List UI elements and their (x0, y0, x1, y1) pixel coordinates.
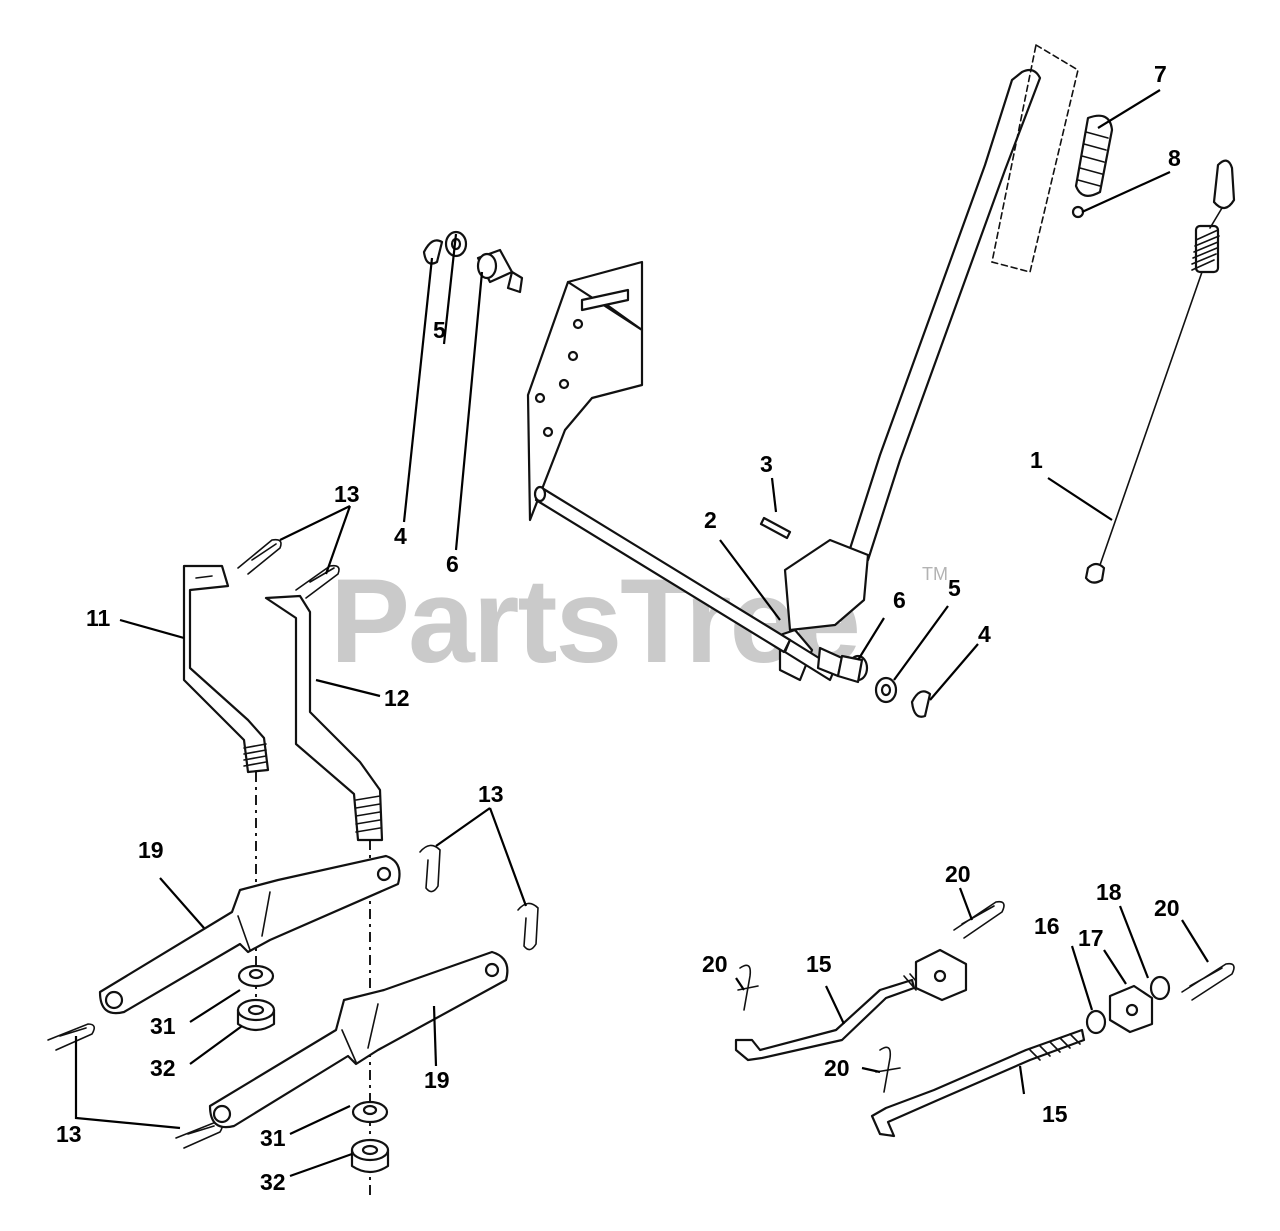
part-8-ring[interactable] (1071, 205, 1085, 219)
part-31-washer-lower[interactable] (351, 1100, 389, 1124)
callout-16: 16 (1034, 913, 1060, 939)
part-16-ferrule[interactable] (1085, 1009, 1107, 1035)
callout-31-upper: 31 (150, 1013, 176, 1039)
callout-8: 8 (1168, 145, 1181, 171)
callout-4-right: 4 (978, 621, 991, 647)
part-13-clip-top-b[interactable] (295, 564, 340, 599)
part-20-hairpin-c[interactable] (737, 964, 759, 1011)
part-6-bushing-right[interactable] (816, 646, 869, 684)
part-32-nut-upper[interactable] (236, 998, 276, 1032)
callout-6-left: 6 (446, 551, 459, 577)
watermark-brand: PartsTree (330, 554, 859, 688)
callout-13-top: 13 (334, 481, 360, 507)
callout-31-lower: 31 (260, 1125, 286, 1151)
part-13-clip-mid-a[interactable] (419, 844, 441, 893)
part-15-rod-upper[interactable] (734, 969, 935, 1062)
callout-17: 17 (1078, 925, 1104, 951)
callout-4-left: 4 (394, 523, 407, 549)
part-6-bushing-left[interactable] (476, 248, 524, 294)
callout-19-upper: 19 (138, 837, 164, 863)
handle-sleeve-dashed (991, 43, 1079, 273)
callout-18: 18 (1096, 879, 1122, 905)
part-5-washer-right[interactable] (874, 676, 898, 704)
part-4-clip-left[interactable] (422, 239, 444, 265)
part-7-grip[interactable] (1074, 114, 1114, 197)
lift-lever[interactable] (778, 68, 1042, 682)
callout-19-lower: 19 (424, 1067, 450, 1093)
callout-2: 2 (704, 507, 717, 533)
part-13-clip-mid-b[interactable] (517, 902, 539, 951)
callout-labels: 7 8 1 5 4 6 3 2 6 5 4 13 11 12 13 19 31 … (56, 61, 1181, 1195)
callout-11: 11 (86, 605, 111, 631)
part-13-clip-bottom-b[interactable] (175, 1121, 224, 1149)
callout-15-lower: 15 (1042, 1101, 1068, 1127)
part-18-washer[interactable] (1149, 975, 1171, 1001)
part-3-roll-pin[interactable] (759, 516, 792, 540)
callout-7: 7 (1154, 61, 1167, 87)
part-20-hairpin-b[interactable] (1181, 962, 1235, 1001)
watermark-trademark: TM (922, 564, 948, 584)
part-13-clip-top-a[interactable] (237, 538, 282, 575)
part-1-cable-rod[interactable] (1084, 159, 1236, 584)
part-15-rod-lower[interactable] (870, 1028, 1086, 1138)
callout-5-left: 5 (433, 317, 446, 343)
part-19-lift-arm-lower[interactable] (208, 950, 509, 1129)
part-13-clip-bottom-a[interactable] (47, 1023, 96, 1051)
callout-20-a: 20 (945, 861, 971, 887)
callout-32-upper: 32 (150, 1055, 176, 1081)
part-11-lift-link[interactable] (182, 564, 270, 774)
callout-6-right: 6 (893, 587, 906, 613)
pivot-bracket-plate[interactable] (526, 260, 644, 522)
callout-32-lower: 32 (260, 1169, 286, 1195)
part-12-lift-link[interactable] (264, 594, 384, 842)
callout-13-mid: 13 (478, 781, 504, 807)
part-20-hairpin-a[interactable] (953, 900, 1005, 939)
leader-lines (74, 89, 1209, 1178)
callout-3: 3 (760, 451, 773, 477)
part-17-swivel-block-upper[interactable] (914, 948, 968, 1002)
part-31-washer-upper[interactable] (237, 964, 275, 988)
callout-13-bottom: 13 (56, 1121, 82, 1147)
part-1-spring (1191, 224, 1220, 274)
part-32-nut-lower[interactable] (350, 1138, 390, 1174)
part-19-lift-arm-upper[interactable] (98, 854, 401, 1015)
callout-20-d: 20 (824, 1055, 850, 1081)
callout-12: 12 (384, 685, 410, 711)
callout-15-upper: 15 (806, 951, 832, 977)
callout-20-b: 20 (1154, 895, 1180, 921)
part-4-clip-right[interactable] (910, 690, 932, 718)
part-20-hairpin-d[interactable] (875, 1046, 901, 1093)
callout-5-right: 5 (948, 575, 961, 601)
callout-20-c: 20 (702, 951, 728, 977)
callout-1: 1 (1030, 447, 1043, 473)
part-17-swivel-block[interactable] (1108, 984, 1154, 1034)
